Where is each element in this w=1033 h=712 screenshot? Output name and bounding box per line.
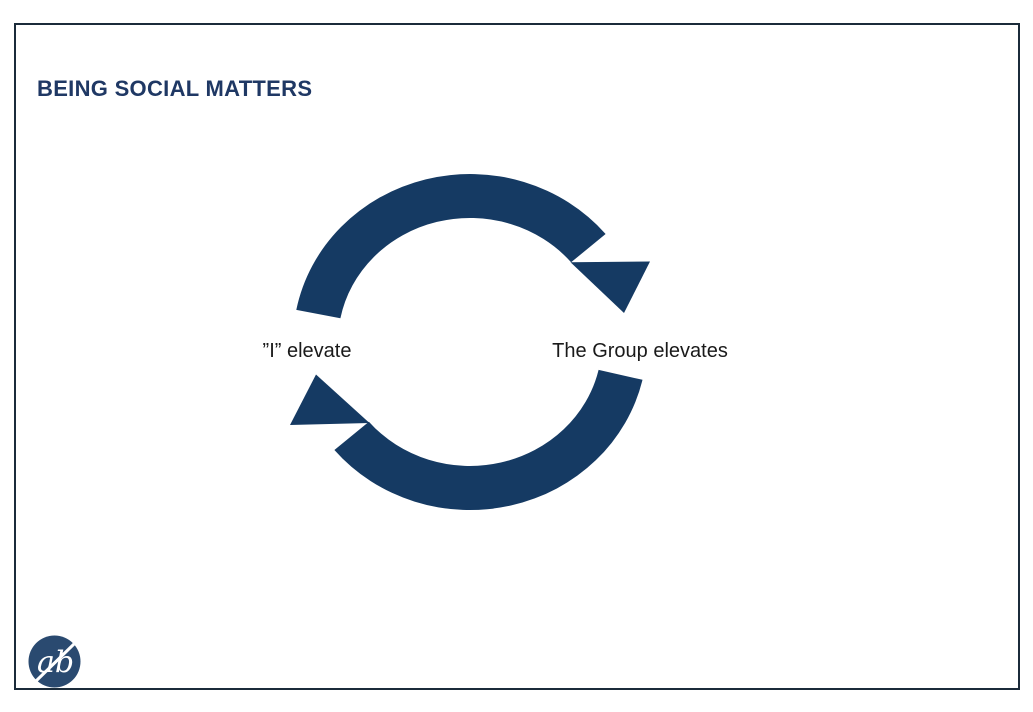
slide-frame (14, 23, 1020, 690)
cycle-label-right: The Group elevates (552, 340, 728, 362)
logo-slash-icon (33, 642, 76, 684)
logo: ab (28, 635, 81, 688)
cycle-arrow-bottom-head (290, 374, 370, 425)
slide-title: BEING SOCIAL MATTERS (37, 76, 313, 101)
cycle-arrow-top (296, 174, 650, 319)
cycle-label-left: ”I” elevate (262, 340, 352, 362)
cycle-arrow-top-arc (296, 174, 606, 319)
cycle-arrow-bottom (290, 369, 643, 511)
cycle-arrow-bottom-arc (334, 369, 643, 511)
logo-text: ab (37, 645, 74, 680)
cycle-arrow-top-head (570, 261, 650, 313)
